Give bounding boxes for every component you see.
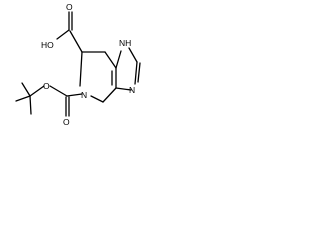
atom-label-hydroxyl: HO: [41, 40, 54, 50]
bond-c3a-to-c4: [102, 87, 117, 103]
bond-n3-to-c3a: [115, 87, 132, 91]
bond-n5-to-boc-carbonyl: [66, 93, 83, 97]
bond-c2-to-n3-double: [137, 62, 141, 83]
chemical-structure-diagram: O HO N NH N O O: [15, 2, 141, 127]
bond-c6-to-cooh: [69, 30, 83, 53]
bond-tert-c-methyl-left: [15, 95, 31, 102]
molecule-canvas: O HO N NH N O O: [0, 0, 150, 150]
bond-c2-to-n3: [134, 61, 138, 85]
bond-cooh-c-to-oh: [56, 29, 70, 40]
bond-c7a-to-n1: [115, 50, 122, 69]
bond-n5-to-c6: [79, 51, 83, 87]
bond-c7-to-c7a: [104, 51, 117, 69]
bond-o-ester-to-tert-c: [29, 85, 45, 97]
atom-label-boc-ester-oxygen: O: [43, 81, 50, 91]
bond-boc-carbonyl-to-o-ester: [49, 85, 68, 97]
bond-c4-to-n5: [90, 95, 104, 103]
bond-n1-to-c2: [128, 47, 138, 63]
atom-label-carbonyl-oxygen-acid: O: [66, 2, 73, 12]
bond-tert-c-methyl-down: [29, 95, 32, 115]
bond-tert-c-methyl-up: [21, 82, 31, 97]
atom-label-ring-nitrogen: N: [81, 90, 87, 100]
atom-label-boc-carbonyl-oxygen: O: [63, 117, 70, 127]
atom-label-nh: NH: [119, 38, 131, 48]
atom-label-imidazole-nitrogen: N: [129, 85, 135, 95]
